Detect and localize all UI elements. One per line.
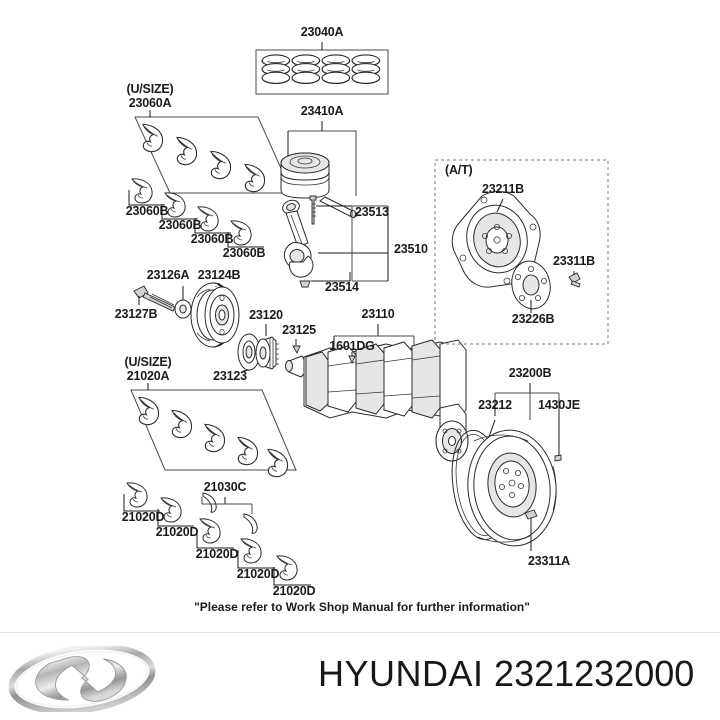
- label-1430JE: 1430JE: [538, 398, 580, 412]
- label-23311A: 23311A: [528, 554, 570, 568]
- label-usize-lower: (U/SIZE): [124, 355, 172, 369]
- footer-divider: [0, 632, 720, 633]
- label-21020A: 21020A: [126, 369, 170, 383]
- label-23124B: 23124B: [197, 268, 241, 282]
- label-23226B: 23226B: [511, 312, 555, 326]
- label-23060B-1: 23060B: [125, 204, 169, 218]
- label-23125: 23125: [282, 323, 316, 337]
- label-21030C: 21030C: [203, 480, 247, 494]
- brand-name: HYUNDAI: [318, 653, 484, 694]
- crank-pulley-group-art: [133, 282, 301, 372]
- label-23060B-3: 23060B: [190, 232, 234, 246]
- con-rod-bearing-items-art: [128, 178, 264, 248]
- main-bearing-set-art: [130, 383, 297, 479]
- label-23123: 23123: [213, 369, 247, 383]
- label-21020D-2: 21020D: [155, 525, 199, 539]
- con-rod-bearing-set-art: [134, 110, 293, 194]
- part-number: 2321232000: [494, 653, 695, 694]
- label-23110: 23110: [361, 307, 395, 321]
- label-at-group: (A/T): [445, 163, 473, 177]
- diagram-artwork: .ln { fill:none; stroke:#2b2b2b; stroke-…: [123, 42, 609, 586]
- label-usize-upper: (U/SIZE): [126, 82, 174, 96]
- brand-and-part-number: HYUNDAI 2321232000: [318, 653, 694, 695]
- hyundai-logo: [8, 646, 156, 712]
- label-23211B: 23211B: [482, 182, 524, 196]
- main-bearing-items-art: [123, 482, 311, 586]
- at-group-art: [434, 159, 609, 345]
- crankshaft-art: [285, 324, 469, 462]
- label-23200B: 23200B: [508, 366, 552, 380]
- label-21020D-4: 21020D: [236, 567, 280, 581]
- connecting-rod-art: [282, 195, 389, 288]
- footer-bar: HYUNDAI 2321232000: [0, 632, 720, 720]
- label-21020D-5: 21020D: [272, 584, 316, 598]
- piston-assembly-art: [280, 121, 357, 219]
- label-21020D-3: 21020D: [195, 547, 239, 561]
- label-23060A: 23060A: [128, 96, 172, 110]
- label-23120: 23120: [249, 308, 283, 322]
- label-23513: 23513: [355, 205, 389, 219]
- flywheel-group-art: [451, 383, 562, 551]
- label-23126A: 23126A: [146, 268, 190, 282]
- label-23410A: 23410A: [300, 104, 344, 118]
- label-21020D-1: 21020D: [121, 510, 165, 524]
- label-23311B: 23311B: [553, 254, 595, 268]
- piston-ring-set-art: [255, 42, 389, 95]
- label-23060B-4: 23060B: [222, 246, 266, 260]
- label-23212: 23212: [478, 398, 512, 412]
- exploded-diagram: .ln { fill:none; stroke:#2b2b2b; stroke-…: [114, 25, 609, 614]
- label-23060B-2: 23060B: [158, 218, 202, 232]
- label-1601DG: 1601DG: [329, 339, 375, 353]
- label-23127B: 23127B: [114, 307, 158, 321]
- label-23040A: 23040A: [300, 25, 344, 39]
- label-23514: 23514: [325, 280, 359, 294]
- workshop-manual-note: "Please refer to Work Shop Manual for fu…: [194, 600, 530, 614]
- label-23510: 23510: [394, 242, 428, 256]
